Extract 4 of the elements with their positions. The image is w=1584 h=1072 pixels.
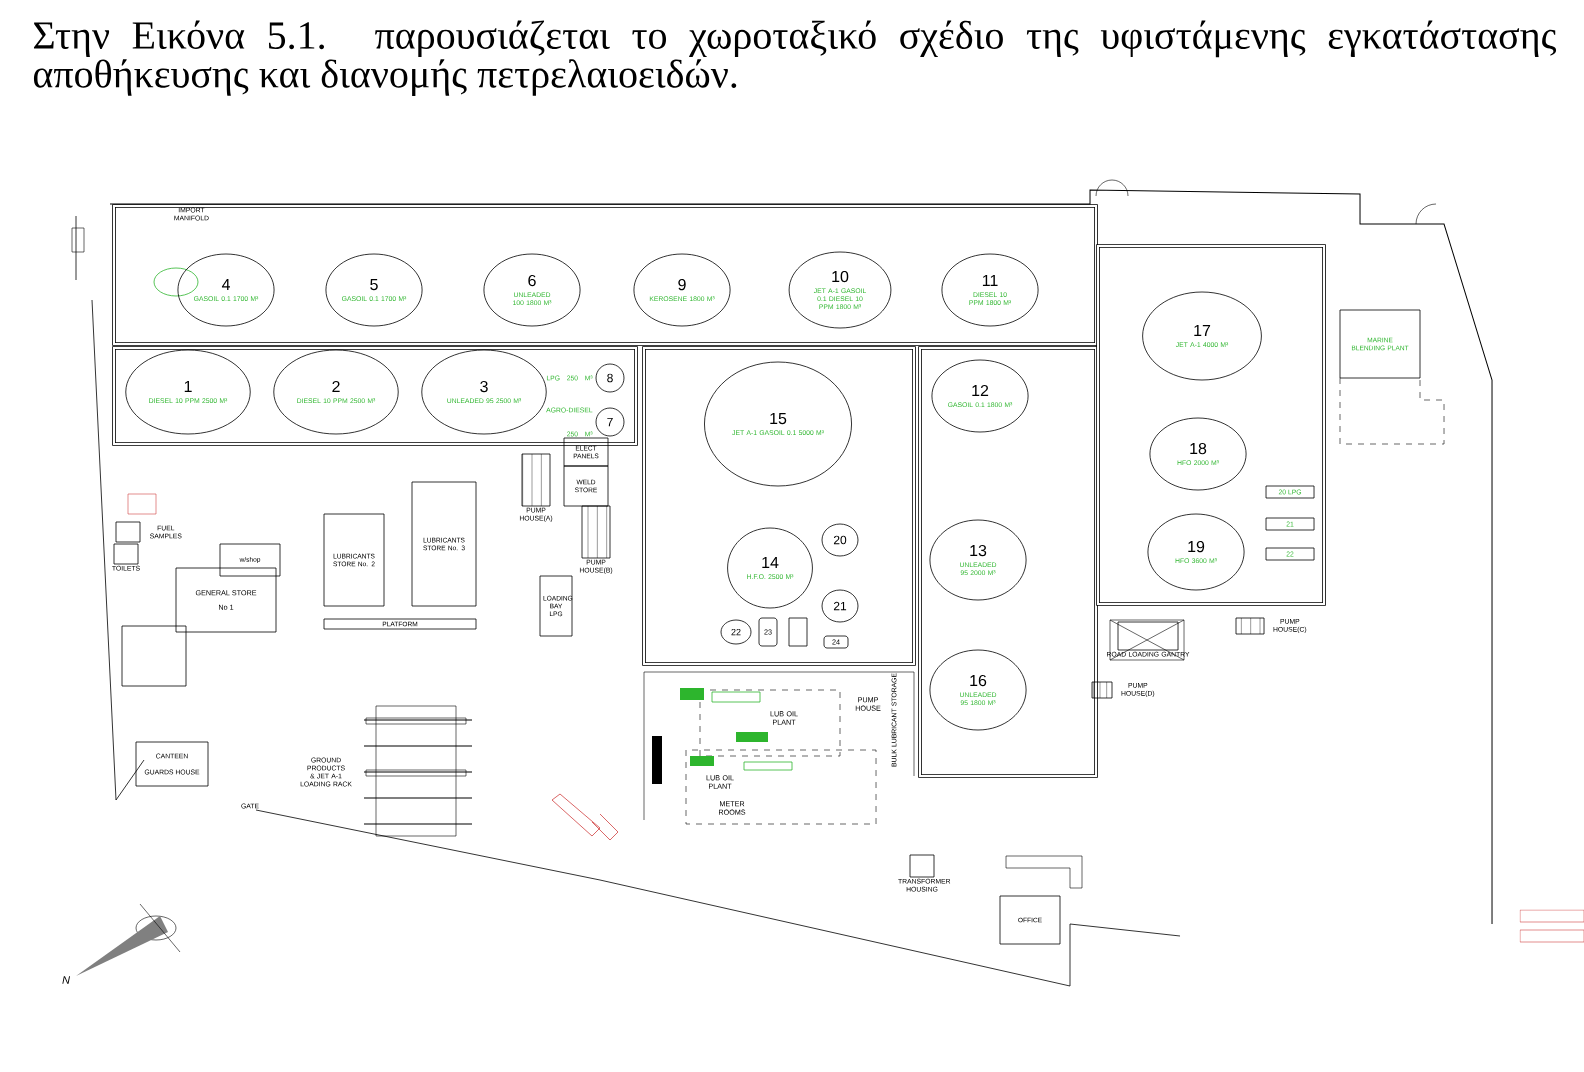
title: Στην Εικόνα 5.1. παρουσιάζεται το χωροταξικό σχέδιο της υφιστάμενης εγκατάστασης αποθήκευσης και διανομής πετρελαιοειδών. bbox=[33, 20, 1557, 96]
building bbox=[788, 617, 808, 647]
building bbox=[121, 625, 187, 687]
tank-outline bbox=[153, 267, 199, 297]
